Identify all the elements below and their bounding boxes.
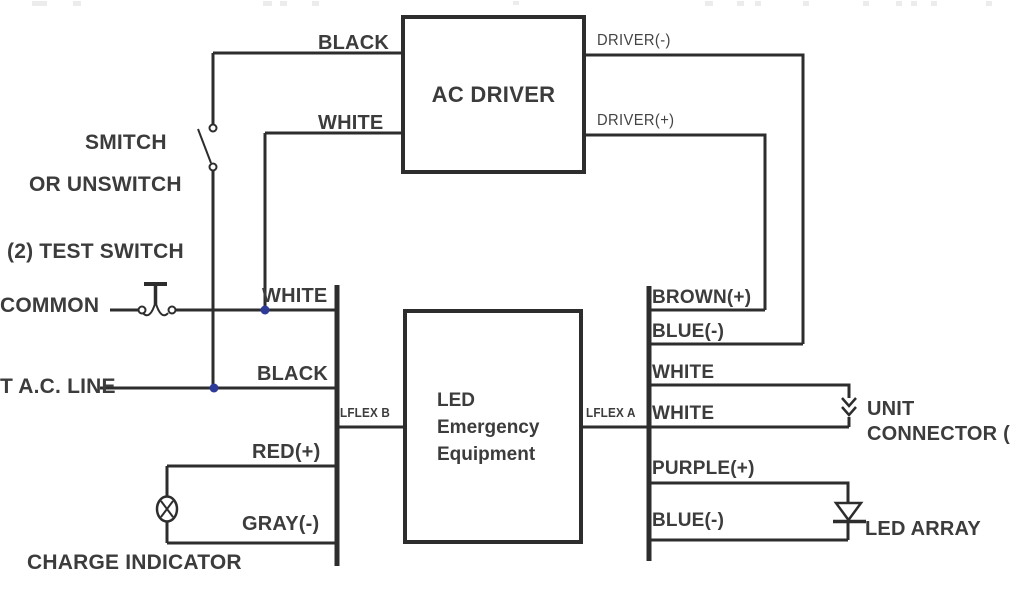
label-black-ac-line: BLACK: [257, 363, 328, 385]
label-black-input: BLACK: [318, 32, 389, 54]
led-emergency-equipment-box: LED Emergency Equipment: [403, 309, 583, 544]
label-white-common: WHITE: [262, 285, 328, 307]
wire-driver-neg: [585, 53, 805, 344]
label-unit-connector-1: UNIT: [867, 398, 915, 420]
label-led-array: LED ARRAY: [865, 518, 981, 540]
label-switch-note-1: SMITCH: [85, 131, 167, 154]
led-equipment-label-line1: LED: [437, 390, 475, 411]
test-button-hook-left: [142, 301, 157, 317]
label-white-out-upper: WHITE: [652, 362, 715, 383]
charge-indicator-lamp-icon: [155, 495, 179, 523]
unit-connector-icon: [841, 397, 857, 417]
label-brown-pos: BROWN(+): [652, 287, 752, 308]
label-purple-pos: PURPLE(+): [652, 458, 755, 479]
junction-dot-common: [260, 305, 270, 315]
wire-purple-pos: [649, 481, 850, 502]
test-button-contact-left: [137, 305, 147, 315]
label-gray-neg: GRAY(-): [242, 513, 320, 535]
label-blue-neg-upper: BLUE(-): [652, 321, 725, 342]
switch-contact-top: [208, 123, 218, 133]
label-lflex-a: LFLEX A: [586, 405, 636, 420]
scan-artifacts: [32, 1, 992, 6]
connector-chevron-1: [841, 397, 857, 408]
label-common: COMMON: [0, 294, 100, 317]
label-red-pos: RED(+): [252, 441, 321, 463]
label-driver-pos: DRIVER(+): [597, 112, 675, 129]
lamp-x: [160, 500, 174, 518]
ac-driver-label: AC DRIVER: [431, 81, 556, 107]
wire-white-out-upper: [649, 383, 851, 398]
led-array-diode-icon: [833, 501, 866, 524]
label-driver-neg: DRIVER(-): [597, 32, 671, 49]
switch-symbol: [197, 123, 218, 172]
ac-driver-box: AC DRIVER: [401, 15, 586, 174]
switch-blade: [197, 128, 212, 164]
diode-triangle: [833, 501, 864, 523]
test-button-symbol: [137, 282, 177, 317]
label-test-switch-note: (2) TEST SWITCH: [7, 240, 184, 263]
led-equipment-label-line2: Emergency: [437, 417, 540, 438]
junction-dot-acline: [209, 383, 219, 393]
wire-driver-pos: [585, 133, 767, 310]
connector-chevron-2: [841, 406, 857, 417]
label-white-input: WHITE: [318, 112, 384, 134]
label-blue-neg-lower: BLUE(-): [652, 510, 725, 531]
label-charge-indicator: CHARGE INDICATOR: [27, 551, 242, 574]
switch-contact-bottom: [208, 162, 218, 172]
label-ac-line: T A.C. LINE: [0, 375, 116, 398]
test-button-hook-right: [154, 301, 169, 317]
test-button-contact-right: [167, 305, 177, 315]
led-equipment-label-line3: Equipment: [437, 444, 536, 465]
label-lflex-b: LFLEX B: [340, 405, 391, 420]
label-white-out-lower: WHITE: [652, 403, 715, 424]
label-unit-connector-2: CONNECTOR (: [867, 423, 1010, 445]
led-equipment-label: LED Emergency Equipment: [437, 387, 539, 468]
label-switch-note-2: OR UNSWITCH: [29, 173, 182, 196]
